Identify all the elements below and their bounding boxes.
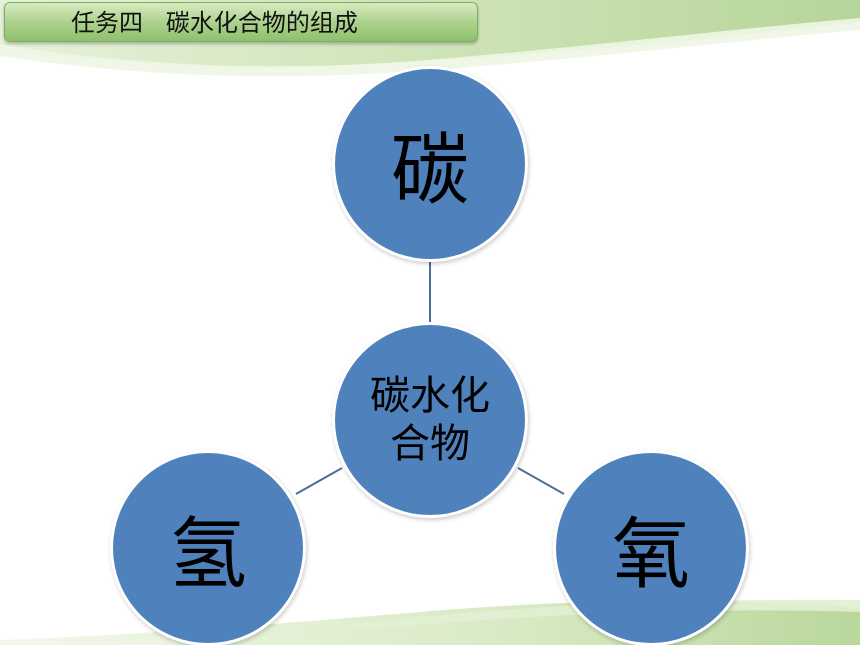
node-carbohydrate-label: 碳水化合物 — [370, 373, 490, 467]
node-carbon: 碳 — [332, 66, 528, 262]
node-hydrogen: 氢 — [110, 450, 306, 645]
title-bar: 任务四 碳水化合物的组成 — [4, 2, 478, 42]
node-oxygen-label: 氧 — [611, 510, 690, 600]
slide-title: 任务四 碳水化合物的组成 — [71, 9, 358, 37]
node-oxygen: 氧 — [553, 450, 749, 645]
node-hydrogen-label: 氢 — [168, 510, 247, 600]
node-carbon-label: 碳 — [390, 126, 469, 216]
top-wave-light — [0, 18, 860, 77]
node-carbohydrate: 碳水化合物 — [332, 322, 528, 518]
